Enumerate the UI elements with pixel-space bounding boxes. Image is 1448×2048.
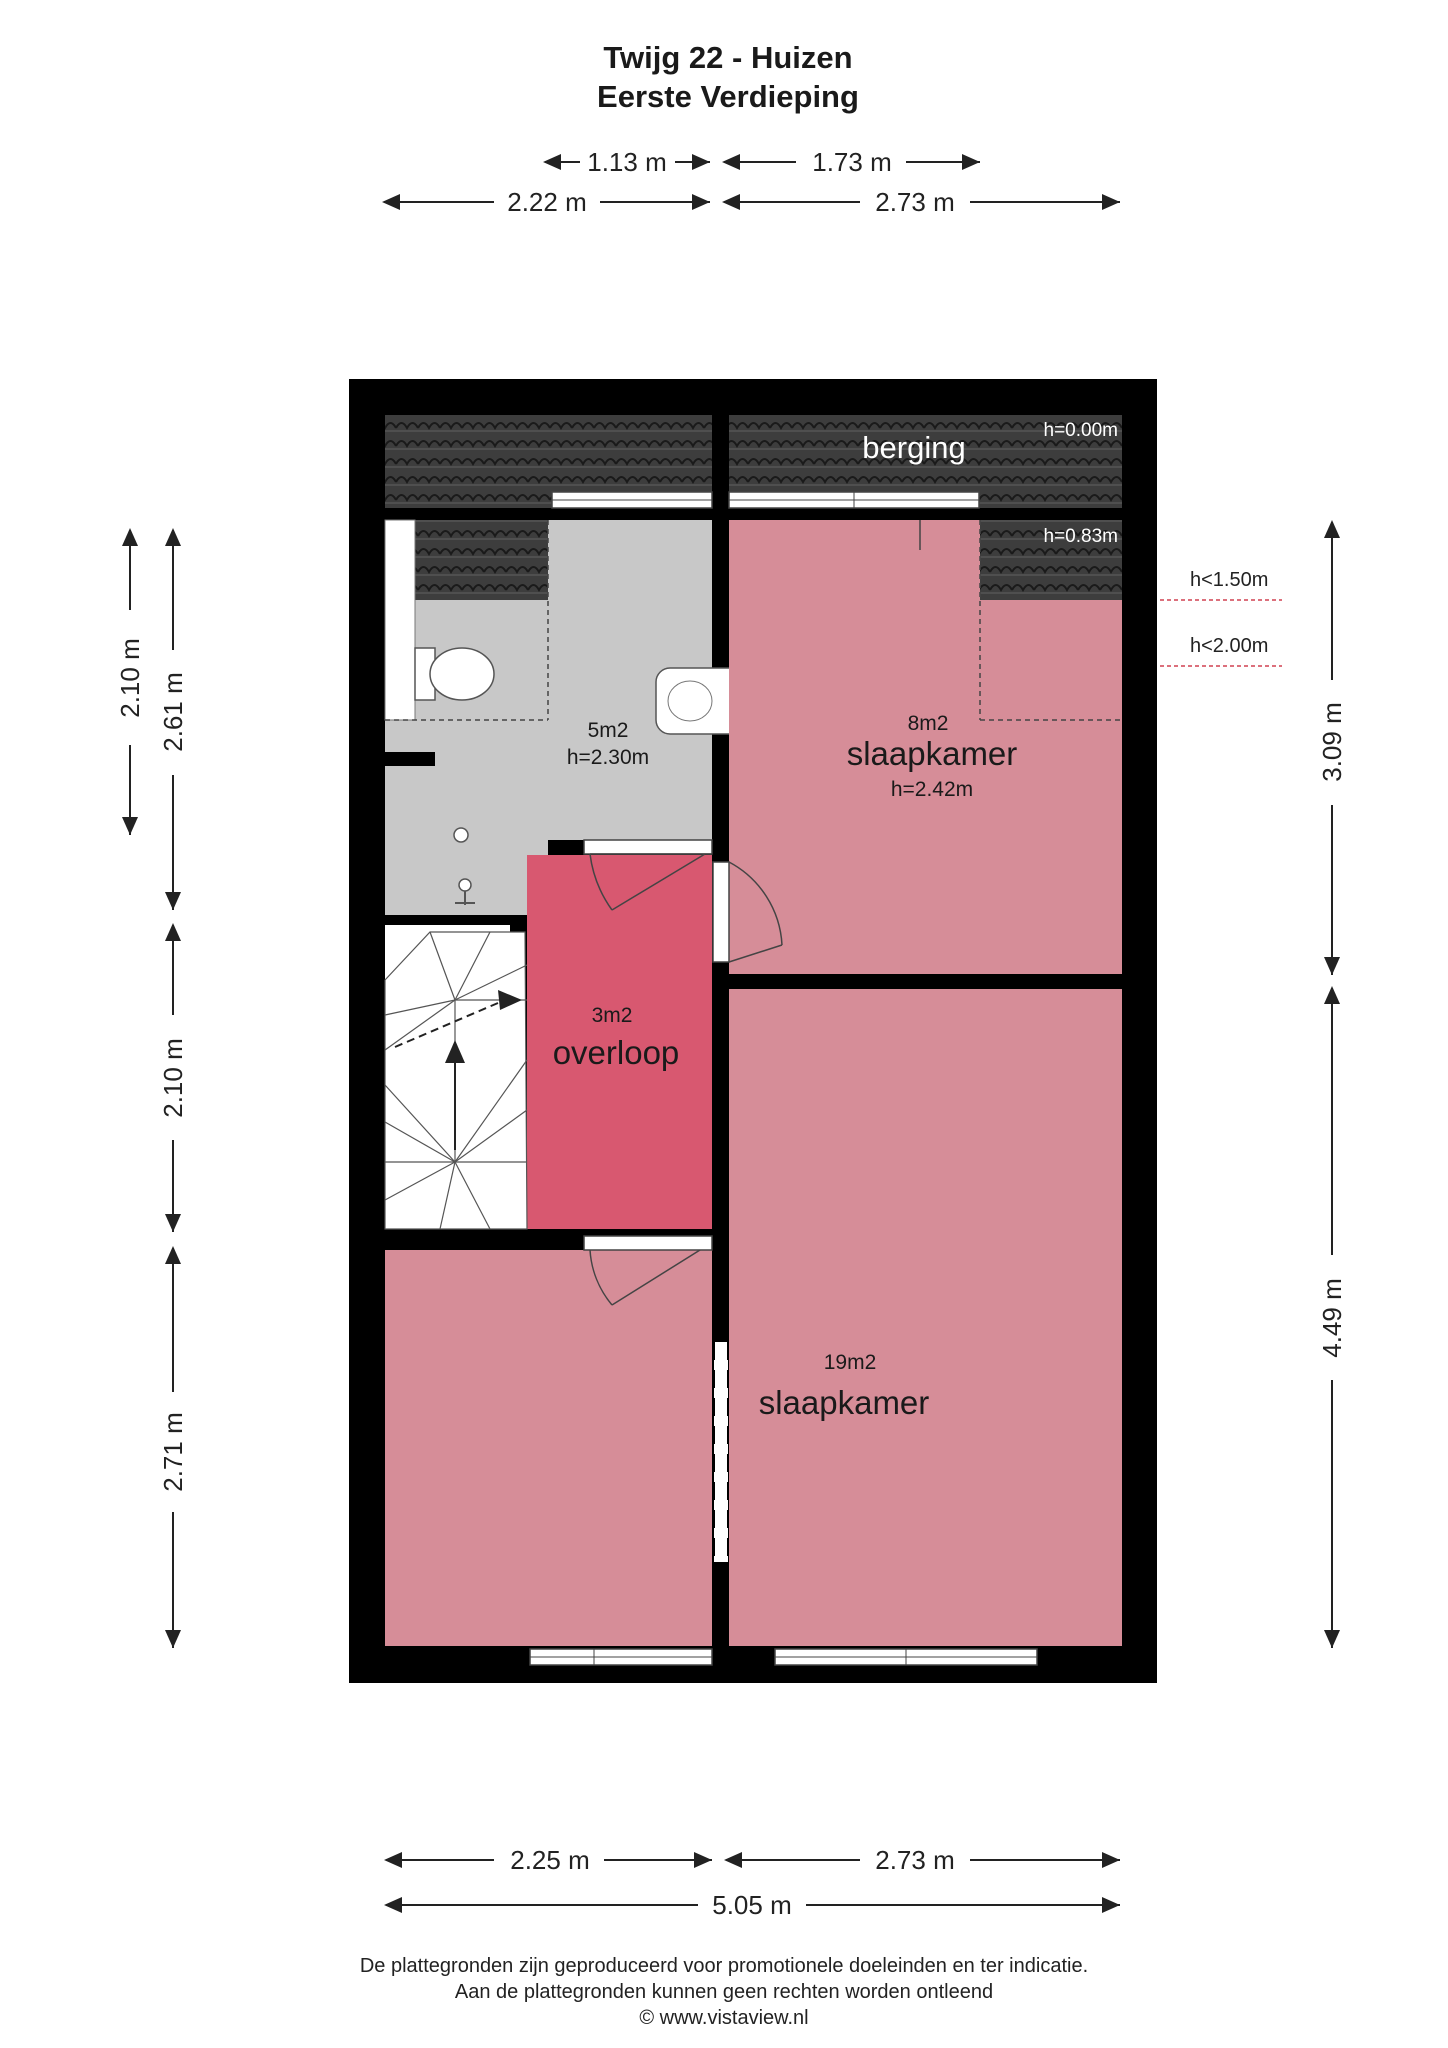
door-bathroom [583,839,713,855]
dim-bottom-right: 2.73 m [875,1845,955,1875]
toilet-icon [414,647,495,701]
footer-line-1: De plattegronden zijn geproduceerd voor … [360,1955,1088,1977]
top-dimensions: 1.13 m 1.73 m 2.22 m 2.73 m [382,147,1120,217]
door-bedroom-small [583,1235,713,1251]
landing-area: 3m2 [592,1004,633,1027]
dim-top-inner-left: 1.13 m [587,147,667,177]
dim-right-1: 3.09 m [1317,702,1347,782]
staircase [384,925,528,1230]
dim-left-1: 2.61 m [158,672,188,752]
bathroom-floor [385,520,712,915]
storage-name: berging [862,430,965,465]
footer-line-3: © www.vistaview.nl [639,2007,808,2029]
bottom-dimensions: 2.25 m 2.73 m 5.05 m [384,1845,1120,1920]
bedroom-top-area: 8m2 [908,712,949,735]
left-dimensions: 2.10 m 2.61 m 2.10 m 2.71 m [115,528,188,1648]
wall-opening [714,1342,728,1562]
dim-top-right: 2.73 m [875,187,955,217]
height-note-150: h<1.50m [1190,569,1268,591]
right-dimensions: 3.09 m 4.49 m [1317,520,1347,1648]
plan-title: Twijg 22 - Huizen [603,40,852,75]
footer-line-2: Aan de plattegronden kunnen geen rechten… [455,1981,993,2003]
landing-floor [527,855,712,1229]
bedroom-top-floor [729,520,1122,974]
bedroom-large-name: slaapkamer [759,1384,930,1421]
storage-height: h=0.00m [1044,420,1118,441]
dim-right-2: 4.49 m [1317,1278,1347,1358]
bedroom-large-floor [729,989,1122,1646]
shower-tap-icon [455,878,475,905]
bathroom-height: h=2.30m [567,746,649,769]
dim-top-inner-right: 1.73 m [812,147,892,177]
dim-left-3: 2.71 m [158,1412,188,1492]
plan-subtitle: Eerste Verdieping [597,79,859,114]
bathroom-area: 5m2 [588,719,629,742]
bedroom-top-name: slaapkamer [847,735,1018,772]
dim-bottom-left: 2.25 m [510,1845,590,1875]
door-bedroom-top [712,861,730,963]
landing-name: overloop [553,1034,680,1071]
eaves-height: h=0.83m [1044,526,1118,547]
bedroom-large-area: 19m2 [824,1351,877,1374]
bedroom-small-floor [385,1250,712,1646]
dim-left-outer: 2.10 m [115,638,145,718]
height-note-200: h<2.00m [1190,635,1268,657]
dim-left-2: 2.10 m [158,1038,188,1118]
shower-drain-icon [453,827,469,843]
bedroom-top-height: h=2.42m [891,778,973,801]
dim-top-left: 2.22 m [507,187,587,217]
bathroom-wall-fixture [384,519,416,721]
dim-bottom-total: 5.05 m [712,1890,792,1920]
